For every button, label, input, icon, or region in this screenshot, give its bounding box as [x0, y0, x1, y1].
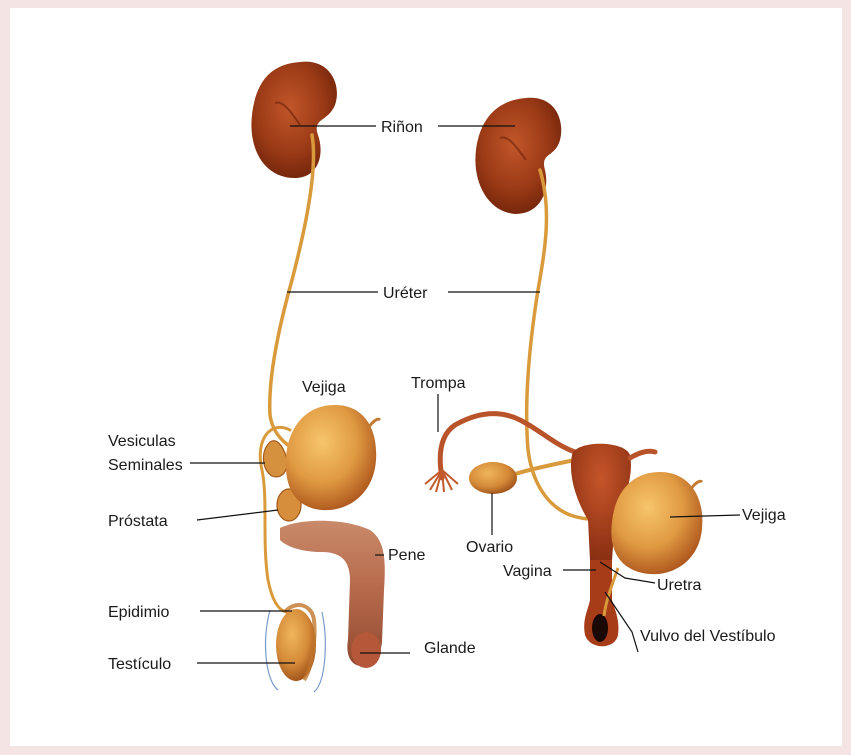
male-bladder [286, 405, 376, 510]
female-system [425, 98, 702, 646]
label-prostata: Próstata [108, 513, 168, 530]
label-uretra: Uretra [657, 577, 702, 594]
label-vagina: Vagina [503, 563, 552, 580]
label-vejiga-male: Vejiga [302, 379, 346, 396]
label-vulvo: Vulvo del Vestíbulo [640, 628, 776, 645]
label-seminales: Seminales [108, 457, 183, 474]
label-epidimio: Epidimio [108, 604, 169, 621]
male-system [251, 62, 384, 692]
ovary [469, 462, 517, 494]
vestibule-opening [592, 614, 608, 642]
label-rinon: Riñon [381, 119, 423, 136]
male-kidney [251, 62, 337, 178]
label-vejiga-female: Vejiga [742, 507, 786, 524]
labels: Riñon Uréter Vejiga Vesiculas Seminales … [108, 119, 786, 673]
label-testiculo: Testículo [108, 656, 171, 673]
label-trompa: Trompa [411, 375, 466, 392]
label-ureter: Uréter [383, 285, 428, 302]
male-glans [351, 632, 381, 668]
female-kidney [475, 98, 561, 214]
label-pene: Pene [388, 547, 425, 564]
male-seminal-vesicles [263, 441, 287, 477]
label-ovario: Ovario [466, 539, 513, 556]
ovarian-ligament [515, 460, 575, 474]
label-glande: Glande [424, 640, 476, 657]
label-vesiculas: Vesiculas [108, 433, 176, 450]
fimbriae [425, 470, 458, 492]
